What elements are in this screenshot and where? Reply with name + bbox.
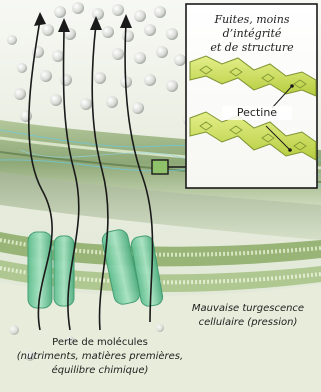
turgor-caption: Mauvaise turgescence cellulaire (pressio… <box>178 302 318 330</box>
pectin-label: Pectine <box>222 106 292 120</box>
molecule-loss-line1: Perte de molécules <box>2 336 198 350</box>
turgor-caption-line1: Mauvaise turgescence <box>178 302 318 316</box>
inset-caption-line1: Fuites, moins <box>188 13 316 27</box>
inset-caption-line2: d’intégrité <box>188 27 316 41</box>
turgor-caption-line2: cellulaire (pression) <box>178 316 318 330</box>
molecule-loss-line2: (nutriments, matières premières, <box>2 350 198 364</box>
molecule-loss-caption: Perte de molécules (nutriments, matières… <box>2 336 198 378</box>
inset-caption: Fuites, moins d’intégrité et de structur… <box>188 13 316 55</box>
molecule-loss-line3: équilibre chimique) <box>2 364 198 378</box>
inset-caption-line3: et de structure <box>188 41 316 55</box>
